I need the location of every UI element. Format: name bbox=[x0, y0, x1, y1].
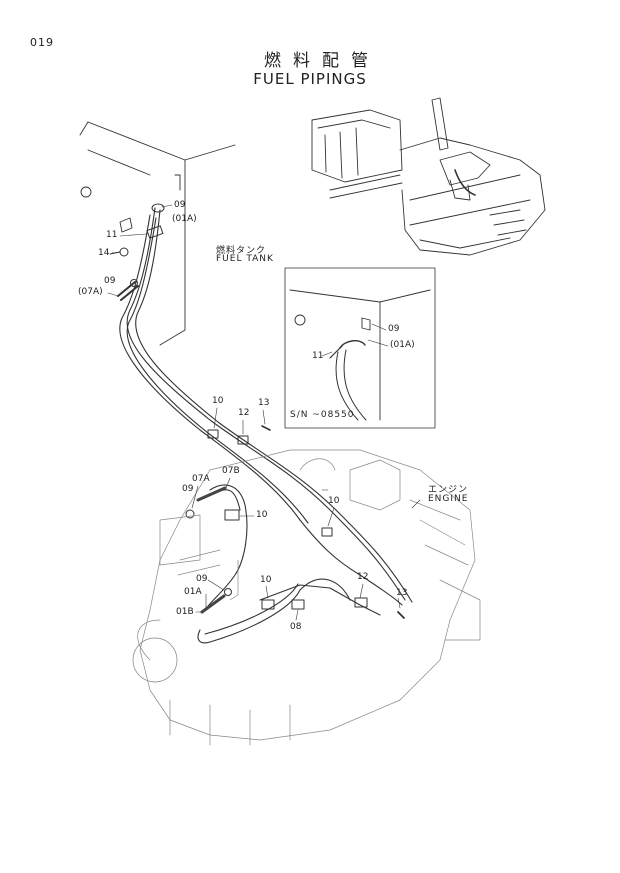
part-label-10-b[interactable]: 10 bbox=[256, 510, 268, 520]
engine-block bbox=[132, 449, 481, 746]
part-label-11[interactable]: 11 bbox=[106, 230, 118, 240]
part-label-01a[interactable]: 01A bbox=[184, 587, 202, 597]
inset-part-label-09[interactable]: 09 bbox=[388, 324, 400, 334]
part-label-01a-top[interactable]: (01A) bbox=[172, 214, 197, 224]
fuel-tank-outline bbox=[79, 121, 236, 346]
page-title-english: FUEL PIPINGS bbox=[253, 70, 367, 88]
part-label-14[interactable]: 14 bbox=[98, 248, 110, 258]
part-label-09-low[interactable]: 09 bbox=[196, 574, 208, 584]
part-label-08[interactable]: 08 bbox=[290, 622, 302, 632]
engine-caption-japanese: エンジン bbox=[428, 485, 469, 495]
part-label-10-d[interactable]: 10 bbox=[260, 575, 272, 585]
fuel-tank-caption-japanese: 燃料タンク bbox=[216, 246, 267, 256]
page-title-japanese: 燃料配管 bbox=[264, 51, 380, 71]
excavator-thumbnail bbox=[311, 97, 546, 256]
part-label-10-a[interactable]: 10 bbox=[212, 396, 224, 406]
part-label-07a[interactable]: 07A bbox=[192, 474, 210, 484]
fuel-hoses bbox=[119, 207, 413, 644]
part-label-07b[interactable]: 07B bbox=[222, 466, 240, 476]
serial-inset bbox=[284, 267, 436, 429]
fuel-tank-caption-english: FUEL TANK bbox=[216, 254, 274, 264]
part-label-12-a[interactable]: 12 bbox=[238, 408, 250, 418]
serial-number-note: S/N ~08550 bbox=[290, 410, 355, 420]
fittings bbox=[109, 203, 405, 619]
inset-part-label-11[interactable]: 11 bbox=[312, 351, 324, 361]
part-label-07a-1[interactable]: (07A) bbox=[78, 287, 103, 297]
page-number: 019 bbox=[30, 36, 54, 49]
part-label-09-top[interactable]: 09 bbox=[174, 200, 186, 210]
part-label-10-c[interactable]: 10 bbox=[328, 496, 340, 506]
leader-lines bbox=[107, 204, 421, 621]
inset-part-label-01a[interactable]: (01A) bbox=[390, 340, 415, 350]
part-label-09-left[interactable]: 09 bbox=[104, 276, 116, 286]
engine-caption-english: ENGINE bbox=[428, 494, 469, 504]
part-label-13-b[interactable]: 13 bbox=[396, 588, 408, 598]
part-label-13-a[interactable]: 13 bbox=[258, 398, 270, 408]
part-label-09-mid[interactable]: 09 bbox=[182, 484, 194, 494]
part-label-12-b[interactable]: 12 bbox=[357, 572, 369, 582]
part-label-01b[interactable]: 01B bbox=[176, 607, 194, 617]
